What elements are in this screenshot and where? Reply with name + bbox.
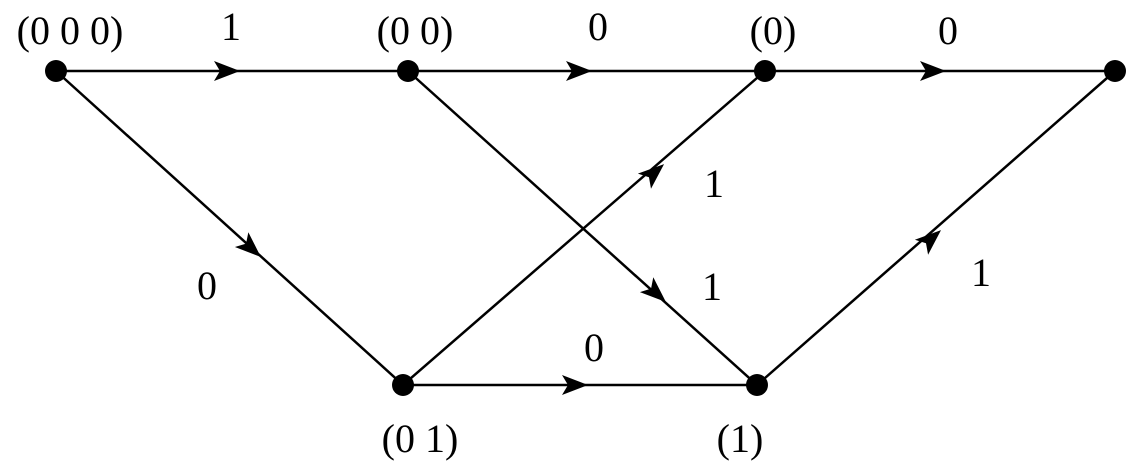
edge-000-to-00-label: 1 [221, 4, 241, 49]
node-0-label: (0) [750, 8, 797, 53]
node-1-label: (1) [717, 416, 764, 461]
edge-0-to-end-label: 0 [938, 8, 958, 53]
arrow-000-to-01 [234, 232, 261, 258]
node-01 [392, 374, 414, 396]
arrow-00-to-0 [566, 61, 592, 81]
edge-01-to-0-label: 1 [704, 161, 724, 206]
edge-00-to-0-label: 0 [588, 4, 608, 49]
node-end [1104, 60, 1126, 82]
node-00-label: (0 0) [377, 8, 454, 53]
node-1 [746, 374, 768, 396]
edge-00-to-1 [407, 70, 758, 386]
arrow-01-to-0 [637, 164, 665, 189]
edge-01-to-1-label: 0 [584, 325, 604, 370]
edge-000-to-01-label: 0 [197, 263, 217, 308]
arrow-000-to-00 [214, 61, 240, 81]
edge-1-to-end-label: 1 [971, 250, 991, 295]
node-01-label: (0 1) [382, 416, 459, 461]
node-00 [397, 60, 419, 82]
node-000 [45, 60, 67, 82]
edge-1-to-end [756, 70, 1116, 386]
edge-000-to-01 [55, 70, 404, 386]
edge-00-to-1-label: 1 [702, 264, 722, 309]
arrow-1-to-end [914, 230, 942, 255]
node-0 [754, 60, 776, 82]
arrow-0-to-end [920, 61, 946, 81]
arrow-00-to-1 [639, 277, 666, 303]
arrow-01-to-1 [562, 375, 588, 395]
node-000-label: (0 0 0) [17, 8, 124, 53]
